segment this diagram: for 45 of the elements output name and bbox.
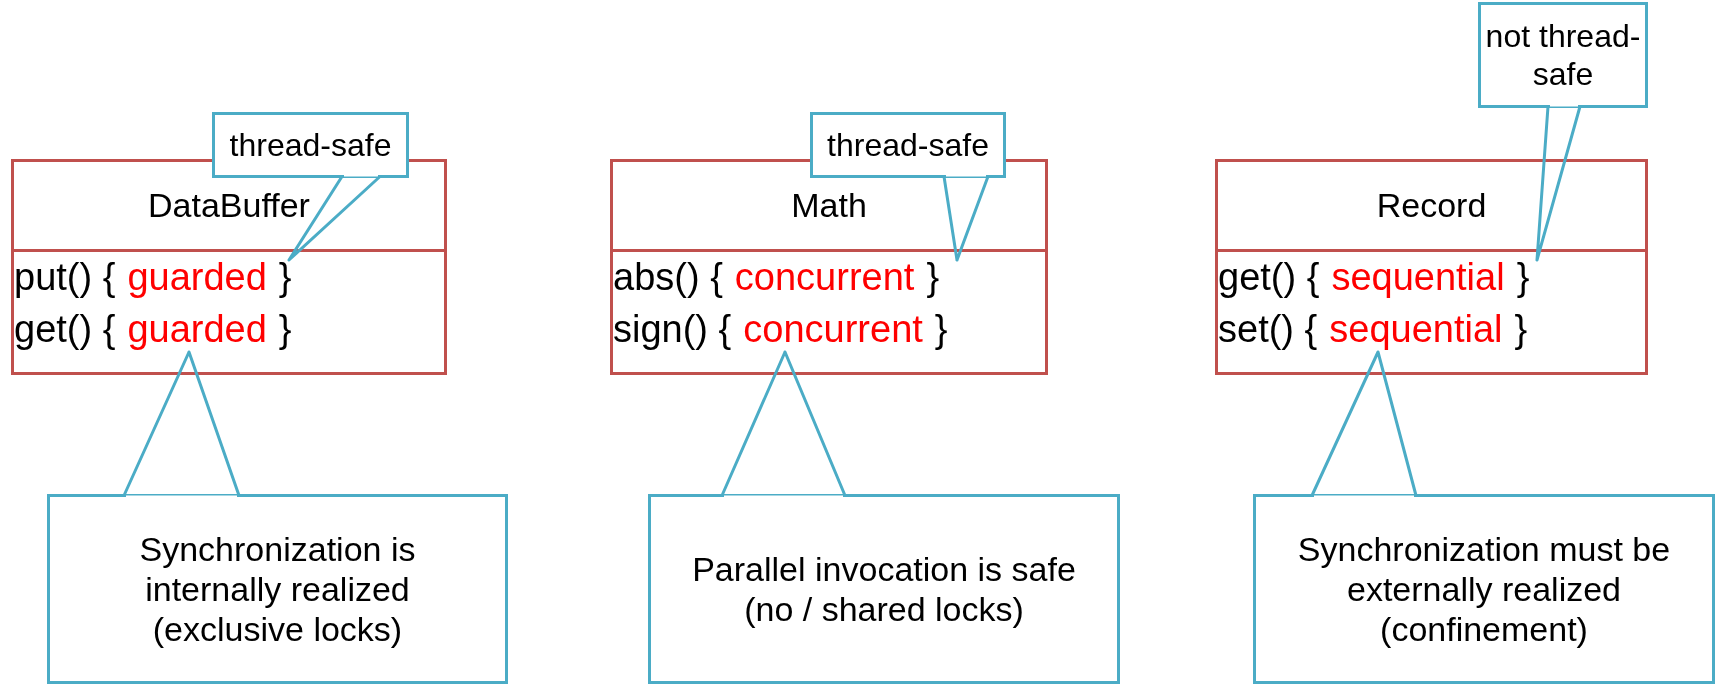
callout-note: (no / shared locks) bbox=[744, 589, 1024, 629]
class-box bbox=[1215, 159, 1648, 375]
callout-note: (confinement) bbox=[1380, 609, 1588, 649]
class-name: DataBuffer bbox=[148, 186, 310, 225]
callout-pointer bbox=[287, 175, 382, 262]
concurrency-kind: concurrent bbox=[734, 256, 915, 298]
method-signature: sign() { bbox=[613, 308, 732, 350]
callout-box bbox=[1478, 2, 1648, 108]
callout-box bbox=[810, 112, 1006, 178]
callout-text: Synchronization is internally realized bbox=[138, 529, 417, 609]
callout-pointer bbox=[942, 175, 990, 262]
method-signature: get() { bbox=[1218, 256, 1320, 298]
method-signature: abs() { bbox=[613, 256, 723, 298]
class-box bbox=[11, 159, 447, 375]
callout-text: thread-safe bbox=[827, 126, 989, 164]
callout-box bbox=[1253, 494, 1715, 684]
closing-brace: } bbox=[1514, 308, 1528, 350]
closing-brace: } bbox=[1516, 256, 1530, 298]
callout-pointer bbox=[1535, 105, 1582, 262]
class-name: Record bbox=[1376, 186, 1487, 225]
concurrency-kind: guarded bbox=[127, 256, 267, 298]
method-signature: set() { bbox=[1218, 308, 1318, 350]
callout-pointer bbox=[1310, 350, 1418, 497]
callout-text: Parallel invocation is safe bbox=[692, 549, 1076, 589]
closing-brace: } bbox=[278, 308, 292, 350]
callout-box bbox=[47, 494, 508, 684]
callout-box bbox=[648, 494, 1120, 684]
callout-text: Synchronization must be externally realized bbox=[1296, 529, 1672, 609]
concurrency-kind: guarded bbox=[127, 308, 267, 350]
class-name: Math bbox=[791, 186, 867, 225]
concurrency-kind: sequential bbox=[1329, 308, 1503, 350]
callout-text: thread-safe bbox=[229, 126, 392, 164]
callout-pointer bbox=[122, 350, 241, 497]
concurrency-kind: sequential bbox=[1331, 256, 1505, 298]
closing-brace: } bbox=[934, 308, 948, 350]
class-box bbox=[610, 159, 1048, 375]
method-signature: get() { bbox=[14, 308, 116, 350]
concurrency-kind: concurrent bbox=[743, 308, 923, 350]
callout-note: (exclusive locks) bbox=[152, 609, 403, 649]
closing-brace: } bbox=[278, 256, 292, 298]
callout-text: not thread-safe bbox=[1484, 17, 1642, 93]
method-signature: put() { bbox=[14, 256, 116, 298]
callout-pointer bbox=[720, 350, 847, 497]
callout-box bbox=[212, 112, 409, 178]
closing-brace: } bbox=[926, 256, 940, 298]
